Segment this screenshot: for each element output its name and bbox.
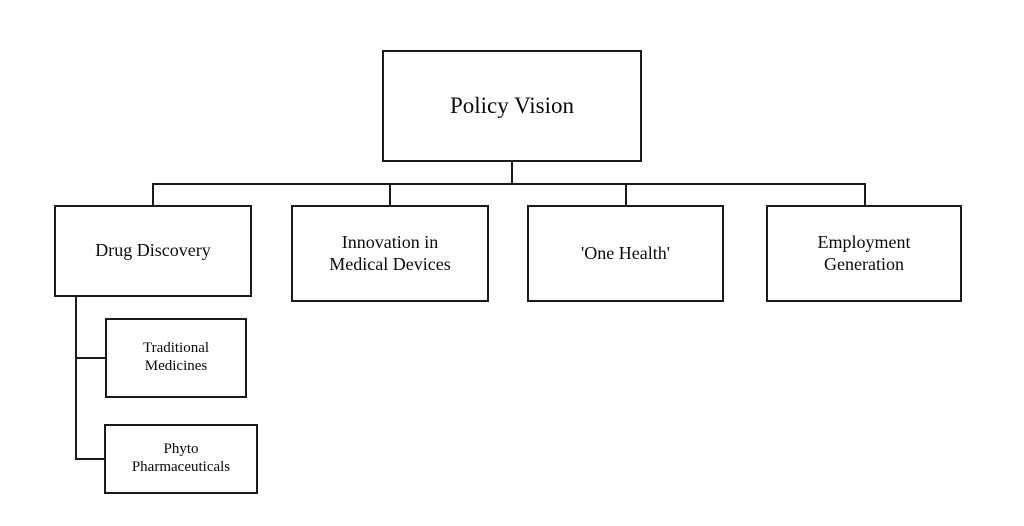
node-phyto-pharmaceuticals-label: Phyto Pharmaceuticals [131,441,231,475]
node-employment-generation: Employment Generation [766,205,962,302]
node-traditional-medicines: Traditional Medicines [105,318,247,398]
connector-stem-drug-discovery [152,183,154,207]
node-drug-discovery-label: Drug Discovery [95,240,211,261]
connector-elbow-phyto-pharmaceuticals [75,458,105,460]
connector-trunk-drug-discovery [75,297,77,460]
node-phyto-pharmaceuticals: Phyto Pharmaceuticals [104,424,258,494]
connector-root-stem [511,162,513,185]
node-innovation-in-medical-devices-label: Innovation in Medical Devices [329,232,451,274]
node-innovation-in-medical-devices: Innovation in Medical Devices [291,205,489,302]
node-policy-vision-label: Policy Vision [449,93,575,119]
connector-level2-bar [152,183,866,185]
connector-stem-employment [864,183,866,207]
node-drug-discovery: Drug Discovery [54,205,252,297]
connector-stem-one-health [625,183,627,207]
node-employment-generation-label: Employment Generation [817,232,911,274]
node-one-health-label: 'One Health' [581,242,670,263]
node-traditional-medicines-label: Traditional Medicines [142,340,210,374]
connector-elbow-traditional-medicines [75,357,106,359]
node-policy-vision: Policy Vision [382,50,642,162]
connector-stem-innovation [389,183,391,207]
node-one-health: 'One Health' [527,205,724,302]
